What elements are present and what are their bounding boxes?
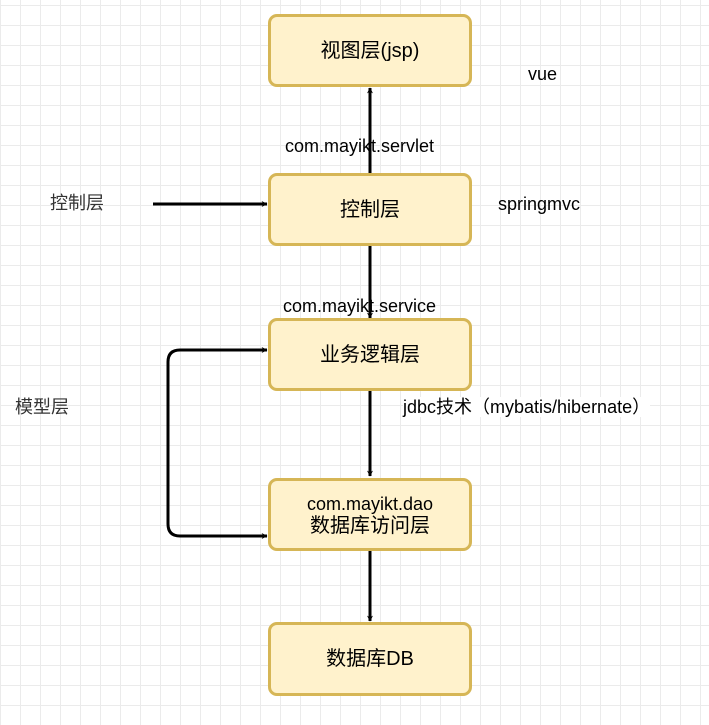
database-label: 数据库DB <box>326 648 414 670</box>
service-package-label: com.mayikt.service <box>283 296 437 316</box>
vue-label: vue <box>528 64 558 84</box>
control-layer-label: 控制层 <box>340 198 400 221</box>
model-side-label: 模型层 <box>15 397 69 417</box>
service-layer-label: 业务逻辑层 <box>320 343 420 366</box>
dao-layer-label: 数据库访问层 <box>310 514 430 537</box>
arrow-model-bracket <box>166 347 268 539</box>
servlet-package-label: com.mayikt.servlet <box>285 136 435 156</box>
view-layer-label: 视图层(jsp) <box>320 39 420 62</box>
database-box[interactable]: 数据库DB <box>268 622 472 696</box>
view-layer-box[interactable]: 视图层(jsp) <box>268 14 472 87</box>
service-layer-box[interactable]: 业务逻辑层 <box>268 318 472 391</box>
control-layer-box[interactable]: 控制层 <box>268 173 472 246</box>
dao-package-label: com.mayikt.dao <box>306 493 434 514</box>
jdbc-label: jdbc技术（mybatis/hibernate） <box>403 397 651 417</box>
control-side-label: 控制层 <box>50 193 104 213</box>
dao-layer-box[interactable]: com.mayikt.dao 数据库访问层 <box>268 478 472 551</box>
springmvc-label: springmvc <box>498 194 581 214</box>
